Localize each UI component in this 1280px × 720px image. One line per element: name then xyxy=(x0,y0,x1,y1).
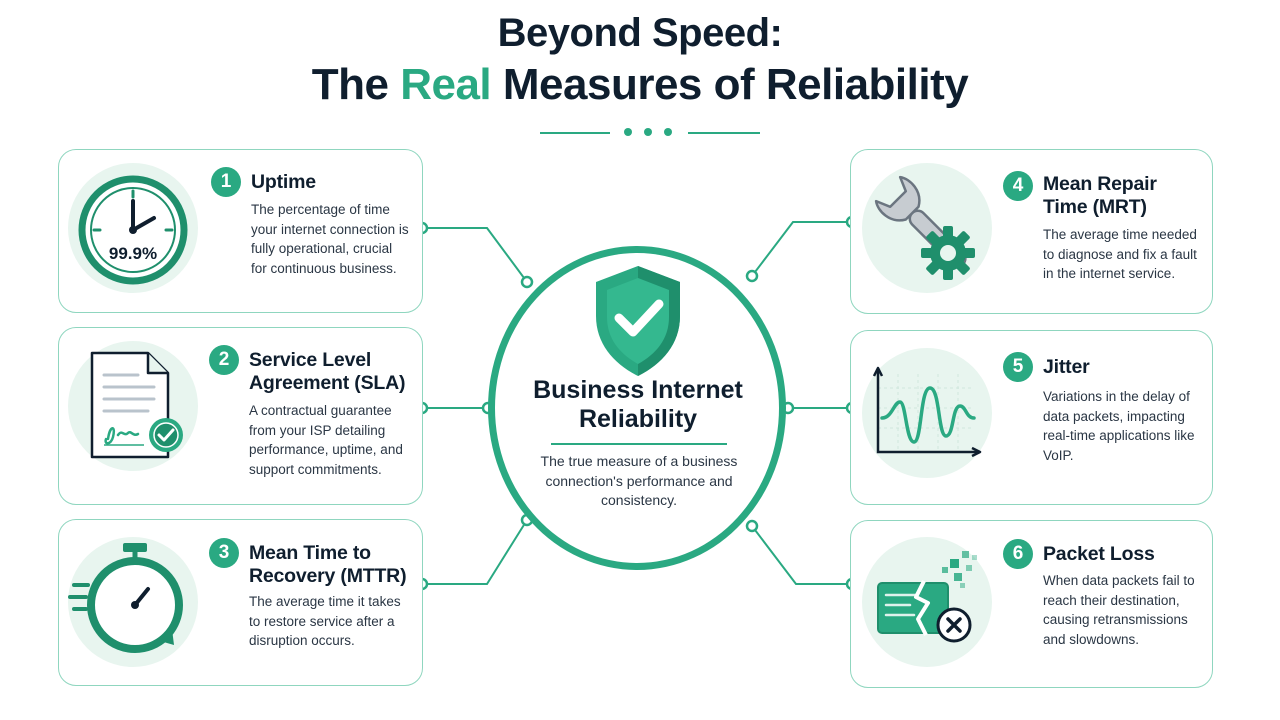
badge-number-4: 4 xyxy=(1003,171,1033,201)
stopwatch-icon xyxy=(68,543,183,653)
icon-circle-mrt xyxy=(862,163,992,293)
clock-icon: 99.9% xyxy=(78,175,188,285)
card-title-mttr: Mean Time to Recovery (MTTR) xyxy=(249,542,407,587)
contract-document-icon xyxy=(90,351,183,459)
card-desc-mttr: The average time it takes to restore ser… xyxy=(249,594,401,648)
card-desc-uptime: The percentage of time your internet con… xyxy=(251,202,409,276)
icon-circle-uptime: 99.9% xyxy=(68,163,198,293)
card-desc-sla: A contractual guarantee from your ISP de… xyxy=(249,403,403,477)
icon-circle-packet-loss xyxy=(862,537,992,667)
connector-1-node xyxy=(520,275,534,289)
connector-1 xyxy=(422,227,528,283)
badge-number-2: 2 xyxy=(209,345,239,375)
card-title-packet-loss: Packet Loss xyxy=(1043,543,1155,565)
title-divider-right xyxy=(688,132,760,134)
badge-number-3: 3 xyxy=(209,538,239,568)
badge-number-5: 5 xyxy=(1003,352,1033,382)
shield-check-icon xyxy=(596,266,680,376)
card-title-jitter: Jitter xyxy=(1043,356,1090,378)
title-line-1: Beyond Speed: xyxy=(497,11,783,55)
uptime-percent-label: 99.9% xyxy=(109,244,157,263)
connector-4 xyxy=(751,221,852,277)
page-title: Beyond Speed: The Real Measures of Relia… xyxy=(0,8,1280,112)
card-desc-packet-loss: When data packets fail to reach their de… xyxy=(1043,573,1195,647)
connector-3 xyxy=(422,519,528,585)
title-divider-dots xyxy=(622,128,674,138)
card-desc-jitter: Variations in the delay of data packets,… xyxy=(1043,389,1195,463)
center-rule xyxy=(551,443,727,445)
title-line-2: The Real Measures of Reliability xyxy=(0,58,1280,112)
waveform-chart-icon xyxy=(872,366,982,458)
icon-circle-mttr xyxy=(68,537,198,667)
broken-packet-icon xyxy=(877,551,977,643)
connector-4-node xyxy=(745,269,759,283)
icon-circle-jitter xyxy=(862,348,992,478)
badge-number-1: 1 xyxy=(211,167,241,197)
center-description: The true measure of a business connectio… xyxy=(540,453,738,508)
icon-circle-sla xyxy=(68,341,198,471)
connector-6-node xyxy=(745,519,759,533)
connector-6 xyxy=(751,525,852,585)
card-title-uptime: Uptime xyxy=(251,171,316,193)
center-title: Business Internet Reliability xyxy=(533,376,743,433)
title-suffix: Measures of Reliability xyxy=(491,60,969,109)
wrench-gear-icon xyxy=(874,175,975,280)
title-divider-left xyxy=(540,132,610,134)
title-prefix: The xyxy=(311,60,401,109)
card-desc-mrt: The average time needed to diagnose and … xyxy=(1043,227,1197,281)
card-title-mrt: Mean Repair Time (MRT) xyxy=(1043,173,1157,218)
card-title-sla: Service Level Agreement (SLA) xyxy=(249,349,406,394)
title-accent: Real xyxy=(400,60,492,109)
badge-number-6: 6 xyxy=(1003,539,1033,569)
